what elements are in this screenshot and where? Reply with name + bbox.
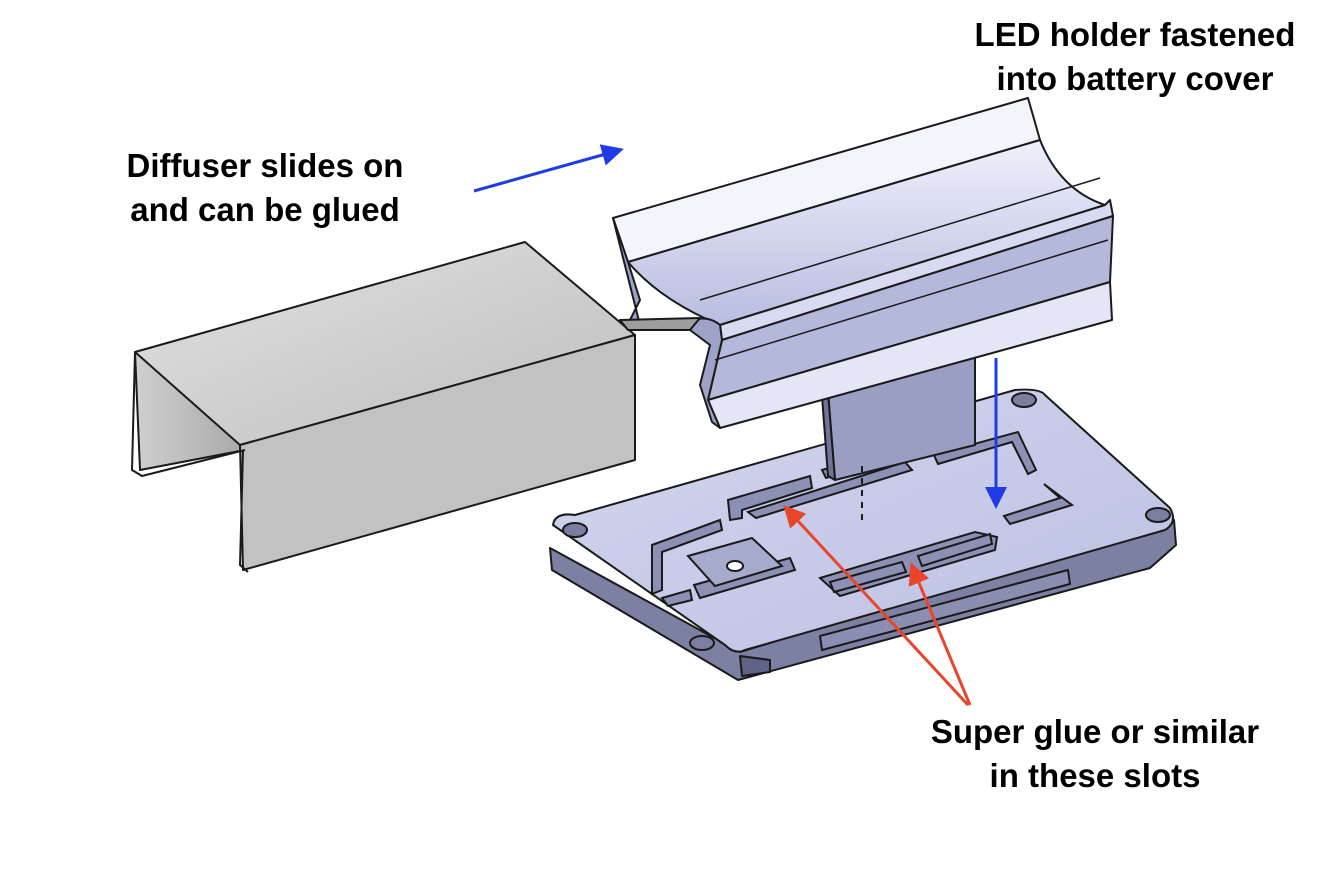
led-holder-callout-line-1: LED holder fastened <box>974 16 1296 53</box>
led-holder-channel <box>612 97 1114 429</box>
glue-callout: Super glue or similar in these slots <box>895 710 1295 798</box>
led-holder-callout: LED holder fastened into battery cover <box>940 13 1330 101</box>
glue-arrow-right <box>908 562 972 706</box>
glue-arrow-left <box>783 505 970 707</box>
slide-on-arrow <box>473 144 624 193</box>
diffuser <box>131 241 701 573</box>
glue-callout-line-2: in these slots <box>989 757 1201 794</box>
diffuser-callout-line-2: and can be glued <box>130 191 400 228</box>
led-holder-callout-line-2: into battery cover <box>996 60 1274 97</box>
diffuser-callout-line-1: Diffuser slides on <box>126 147 404 184</box>
diffuser-callout: Diffuser slides on and can be glued <box>95 144 435 232</box>
glue-callout-line-1: Super glue or similar <box>930 713 1260 750</box>
